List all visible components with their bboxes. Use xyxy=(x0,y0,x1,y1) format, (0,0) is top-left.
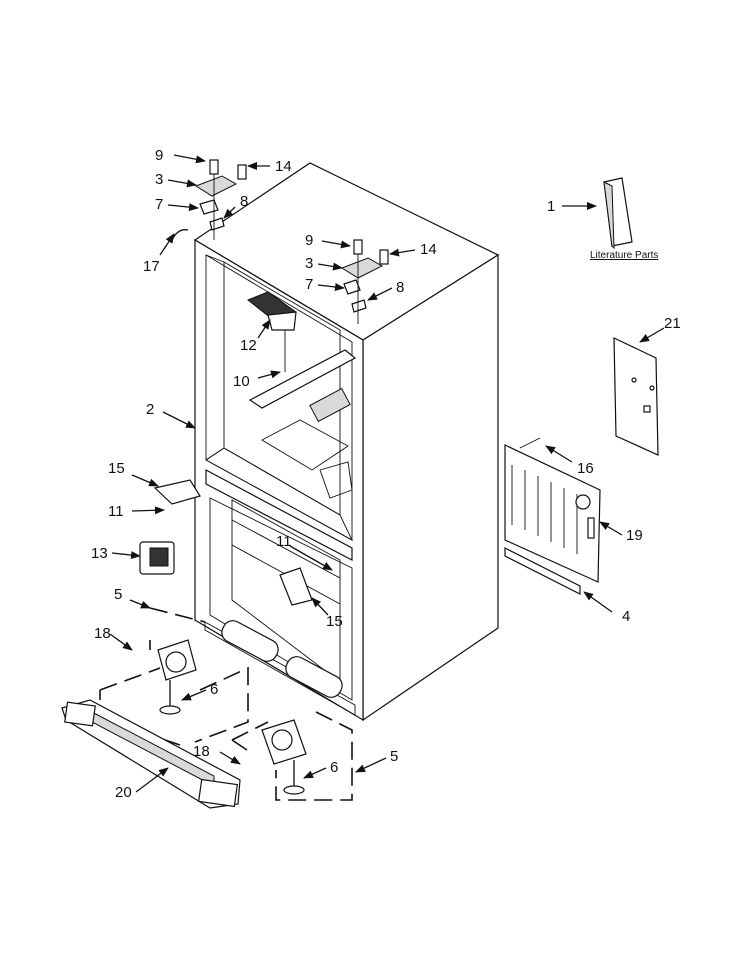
callout-6: 6 xyxy=(210,681,218,698)
callout-15: 15 xyxy=(326,613,343,630)
callout-6: 6 xyxy=(330,759,338,776)
callout-4: 4 xyxy=(622,608,630,625)
callout-1: 1 xyxy=(547,198,555,215)
leader-arrows xyxy=(109,154,665,793)
callout-11: 11 xyxy=(108,503,124,520)
callout-12: 12 xyxy=(240,337,257,354)
callout-7: 7 xyxy=(155,196,163,213)
callout-20: 20 xyxy=(115,784,132,801)
light-housing xyxy=(247,291,297,372)
callout-18: 18 xyxy=(193,743,210,760)
callout-9: 9 xyxy=(305,232,313,249)
callout-3: 3 xyxy=(305,255,313,272)
upper-hinge-left xyxy=(171,159,247,241)
left-bracket-parts xyxy=(139,479,313,606)
literature-parts-label: Literature Parts xyxy=(590,250,658,261)
callout-19: 19 xyxy=(626,527,643,544)
roller-assembly-left xyxy=(157,639,197,715)
callout-7: 7 xyxy=(305,276,313,293)
callout-21: 21 xyxy=(664,315,681,332)
callout-5: 5 xyxy=(390,748,398,765)
callout-17: 17 xyxy=(143,258,160,275)
callout-14: 14 xyxy=(275,158,292,175)
callout-10: 10 xyxy=(233,373,250,390)
toe-grille xyxy=(61,699,241,809)
literature-booklet xyxy=(603,177,633,250)
roller-assembly-right xyxy=(261,719,307,795)
callout-2: 2 xyxy=(146,401,154,418)
callouts: 9 14 3 7 8 17 9 14 3 7 8 12 10 2 15 11 1… xyxy=(91,147,681,801)
upper-hinge-right xyxy=(340,239,389,324)
callout-15: 15 xyxy=(108,460,125,477)
callout-18: 18 xyxy=(94,625,111,642)
callout-16: 16 xyxy=(577,460,594,477)
callout-8: 8 xyxy=(396,279,404,296)
cabinet xyxy=(193,162,500,722)
callout-13: 13 xyxy=(91,545,108,562)
callout-14: 14 xyxy=(420,241,437,258)
callout-8: 8 xyxy=(240,193,248,210)
callout-9: 9 xyxy=(155,147,163,164)
callout-11: 11 xyxy=(276,533,292,550)
callout-3: 3 xyxy=(155,171,163,188)
rear-panel xyxy=(613,337,659,456)
rear-access-cover xyxy=(504,437,601,595)
callout-5: 5 xyxy=(114,586,122,603)
